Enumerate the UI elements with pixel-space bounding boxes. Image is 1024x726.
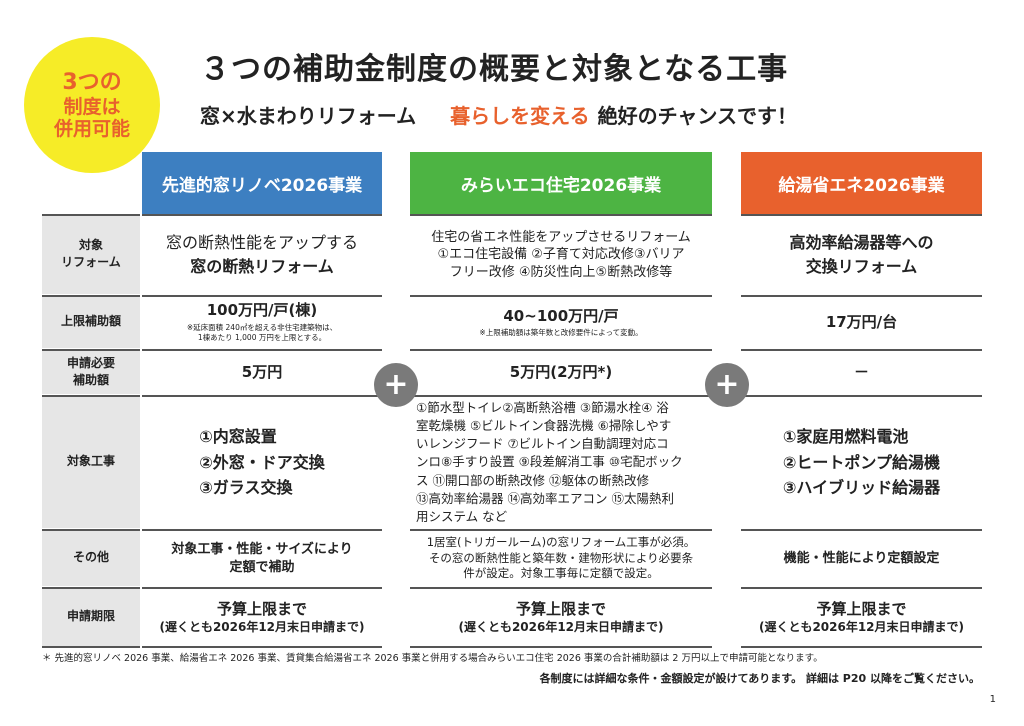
works-window-item-2: ②外窓・ドア交換 bbox=[199, 452, 325, 472]
works-heater-item-2: ②ヒートポンプ給湯機 bbox=[782, 452, 940, 472]
cell-deadline-window: 予算上限まで (遅くとも2026年12月末日申請まで) bbox=[142, 589, 382, 646]
cell-target-reform-window: 窓の断熱性能をアップする 窓の断熱リフォーム bbox=[142, 216, 382, 294]
page-number: 1 bbox=[989, 694, 996, 705]
page-subtitle: 窓×水まわりリフォーム 暮らしを変える絶好のチャンスです！ bbox=[200, 100, 797, 129]
row-label-target-reform: 対象リフォーム bbox=[42, 214, 140, 294]
target-reform-mirai-line-3: フリー改修 ④防災性向上⑤断熱改修等 bbox=[449, 264, 673, 280]
cell-max-subsidy-mirai: 40~100万円/戸 ※上限補助額は築年数と改修要件によって変動。 bbox=[410, 297, 712, 348]
works-window-item-3: ③ガラス交換 bbox=[199, 478, 293, 498]
cell-min-required-heater: － bbox=[741, 351, 982, 394]
max-subsidy-window-note-1: ※延床面積 240㎡を超える非住宅建築物は、 bbox=[186, 322, 338, 332]
cell-target-reform-mirai: 住宅の省エネ性能をアップさせるリフォーム ①エコ住宅設備 ②子育て対応改修③バリ… bbox=[410, 216, 712, 294]
subtitle-part-1: 窓×水まわりリフォーム bbox=[200, 104, 417, 128]
cell-deadline-heater: 予算上限まで (遅くとも2026年12月末日申請まで) bbox=[741, 589, 982, 646]
subtitle-part-2: 絶好のチャンスです！ bbox=[597, 104, 797, 128]
cell-other-mirai: 1居室(トリガールーム)の窓リフォーム工事が必須。 その窓の断熱性能と築年数・建… bbox=[410, 531, 712, 586]
subtitle-accent: 暮らしを変える bbox=[450, 104, 590, 128]
max-subsidy-window-note-2: 1棟あたり 1,000 万円を上限とする。 bbox=[197, 333, 327, 343]
other-window-line-2: 定額で補助 bbox=[229, 559, 295, 575]
min-required-heater-value: － bbox=[853, 362, 869, 381]
badge-line-2: 制度は bbox=[63, 95, 121, 118]
cell-min-required-mirai: 5万円(2万円*) bbox=[410, 351, 712, 394]
badge-line-1: 3つの bbox=[62, 69, 122, 95]
max-subsidy-heater-value: 17万円/台 bbox=[825, 312, 898, 331]
row-label-min-required-2: 補助額 bbox=[72, 373, 109, 387]
details-note: 各制度には詳細な条件・金額設定が設けてあります。 詳細は P20 以降をご覧くだ… bbox=[539, 672, 980, 685]
footnote: ＊ 先進的窓リノベ 2026 事業、給湯省エネ 2026 事業、賃貸集合給湯省エ… bbox=[42, 653, 823, 664]
deadline-window-sub: (遅くとも2026年12月末日申請まで) bbox=[159, 620, 365, 635]
target-reform-mirai-line-1: 住宅の省エネ性能をアップさせるリフォーム bbox=[431, 229, 691, 245]
row-label-other: その他 bbox=[42, 530, 140, 586]
row-label-min-required: 申請必要補助額 bbox=[42, 350, 140, 394]
cell-other-heater: 機能・性能により定額設定 bbox=[741, 531, 982, 586]
cell-deadline-mirai: 予算上限まで (遅くとも2026年12月末日申請まで) bbox=[410, 589, 712, 646]
row-label-min-required-1: 申請必要 bbox=[66, 355, 115, 370]
cell-target-works-mirai: ①節水型トイレ②高断熱浴槽 ③節湯水栓④ 浴 室乾燥機 ⑤ビルトイン食器洗機 ⑥… bbox=[410, 397, 712, 528]
row-label-target-reform-2: リフォーム bbox=[61, 255, 121, 269]
works-mirai-line-7: 用システム など bbox=[416, 508, 508, 524]
row-label-target-reform-1: 対象 bbox=[78, 237, 103, 252]
works-mirai-line-5: ス ⑪開口部の断熱改修 ⑫躯体の断熱改修 bbox=[416, 472, 649, 488]
other-mirai-line-3: 件が設定。対象工事毎に定額で設定。 bbox=[463, 566, 659, 581]
works-mirai-line-1: ①節水型トイレ②高断熱浴槽 ③節湯水栓④ 浴 bbox=[416, 400, 669, 416]
row-label-target-works: 対象工事 bbox=[42, 396, 140, 528]
cell-min-required-window: 5万円 bbox=[142, 351, 382, 394]
target-reform-window-line-2: 窓の断熱リフォーム bbox=[190, 257, 334, 276]
cell-max-subsidy-heater: 17万円/台 bbox=[741, 297, 982, 348]
other-mirai-line-2: その窓の断熱性能と築年数・建物形状により必要条 bbox=[428, 550, 694, 565]
column-header-mirai-eco: みらいエコ住宅2026事業 bbox=[410, 152, 712, 214]
works-mirai-line-6: ⑬高効率給湯器 ⑭高効率エアコン ⑮太陽熱利 bbox=[416, 490, 674, 506]
deadline-heater-sub: (遅くとも2026年12月末日申請まで) bbox=[758, 620, 965, 635]
works-mirai-line-4: ンロ⑧手すり設置 ⑨段差解消工事 ⑩宅配ボック bbox=[416, 454, 683, 470]
cell-target-works-heater: ①家庭用燃料電池 ②ヒートポンプ給湯機 ③ハイブリッド給湯器 bbox=[741, 397, 982, 528]
deadline-mirai-main: 予算上限まで bbox=[515, 599, 606, 618]
row-label-deadline: 申請期限 bbox=[42, 588, 140, 646]
cell-target-works-window: ①内窓設置 ②外窓・ドア交換 ③ガラス交換 bbox=[142, 397, 382, 528]
deadline-mirai-sub: (遅くとも2026年12月末日申請まで) bbox=[458, 620, 664, 635]
works-heater-item-3: ③ハイブリッド給湯器 bbox=[782, 478, 941, 498]
works-window-item-1: ①内窓設置 bbox=[199, 427, 277, 447]
row-label-max-subsidy: 上限補助額 bbox=[42, 296, 140, 348]
combination-badge: 3つの 制度は 併用可能 bbox=[24, 37, 160, 173]
max-subsidy-mirai-note: ※上限補助額は築年数と改修要件によって変動。 bbox=[479, 328, 643, 337]
deadline-window-main: 予算上限まで bbox=[216, 599, 307, 618]
works-mirai-line-3: いレンジフード ⑦ビルトイン自動調理対応コ bbox=[416, 436, 669, 452]
column-header-water-heater: 給湯省エネ2026事業 bbox=[741, 152, 982, 214]
badge-line-3: 併用可能 bbox=[53, 117, 130, 140]
target-reform-mirai-line-2: ①エコ住宅設備 ②子育て対応改修③バリア bbox=[437, 247, 685, 263]
plus-icon-right: + bbox=[705, 363, 749, 407]
max-subsidy-window-value: 100万円/戸(棟) bbox=[206, 301, 318, 320]
column-header-window-renovation: 先進的窓リノベ2026事業 bbox=[142, 152, 382, 214]
target-reform-heater-line-1: 高効率給湯器等への bbox=[789, 233, 934, 252]
target-reform-window-line-1: 窓の断熱性能をアップする bbox=[165, 233, 358, 252]
page-title: ３つの補助金制度の概要と対象となる工事 bbox=[200, 52, 789, 87]
deadline-heater-main: 予算上限まで bbox=[816, 599, 907, 618]
cell-max-subsidy-window: 100万円/戸(棟) ※延床面積 240㎡を超える非住宅建築物は、 1棟あたり … bbox=[142, 297, 382, 348]
other-mirai-line-1: 1居室(トリガールーム)の窓リフォーム工事が必須。 bbox=[426, 535, 696, 550]
target-reform-heater-line-2: 交換リフォーム bbox=[805, 257, 918, 276]
min-required-mirai-value: 5万円(2万円*) bbox=[509, 362, 613, 381]
cell-target-reform-heater: 高効率給湯器等への 交換リフォーム bbox=[741, 216, 982, 294]
plus-icon-left: + bbox=[374, 363, 418, 407]
other-window-line-1: 対象工事・性能・サイズにより bbox=[171, 541, 353, 557]
works-heater-item-1: ①家庭用燃料電池 bbox=[782, 427, 909, 447]
other-heater-text: 機能・性能により定額設定 bbox=[783, 550, 940, 566]
max-subsidy-mirai-value: 40~100万円/戸 bbox=[503, 306, 619, 325]
min-required-window-value: 5万円 bbox=[241, 362, 283, 381]
cell-other-window: 対象工事・性能・サイズにより 定額で補助 bbox=[142, 531, 382, 586]
works-mirai-line-2: 室乾燥機 ⑤ビルトイン食器洗機 ⑥掃除しやす bbox=[416, 418, 672, 434]
